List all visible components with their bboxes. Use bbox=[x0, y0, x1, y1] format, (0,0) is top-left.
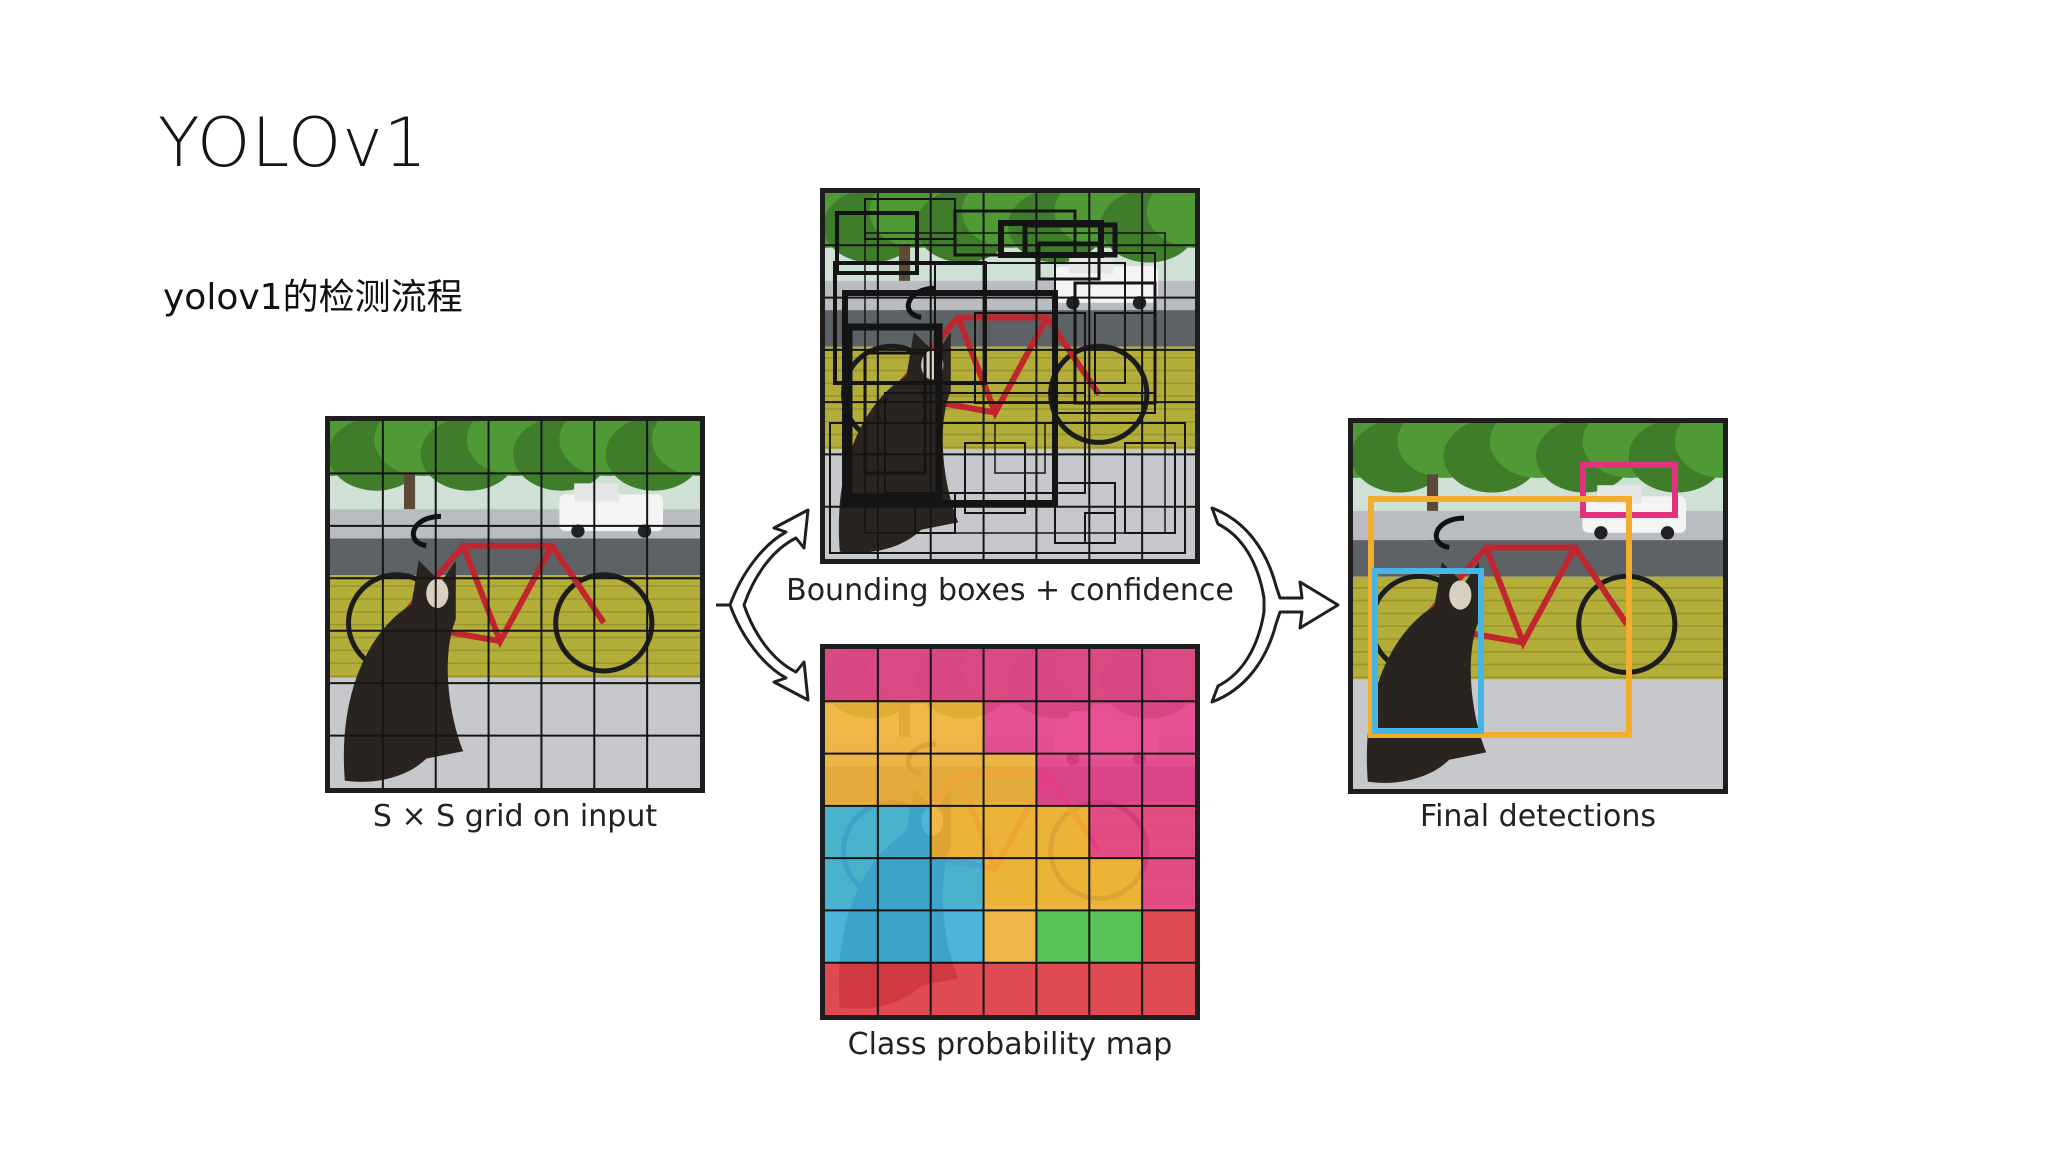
class-probability-cells bbox=[825, 649, 1195, 1015]
input-grid-caption: S × S grid on input bbox=[372, 799, 658, 834]
class-probability-map bbox=[825, 649, 1195, 1015]
input-grid-panel bbox=[325, 416, 705, 793]
classmap-grid-overlay bbox=[825, 649, 1195, 1015]
dog-detection-box bbox=[1372, 568, 1484, 734]
slide-title: YOLOv1 bbox=[158, 104, 428, 183]
slide-subtitle: yolov1的检测流程 bbox=[163, 277, 463, 318]
final-detections-panel bbox=[1348, 418, 1728, 794]
merge-arrow-icon bbox=[1210, 506, 1340, 704]
split-arrow-icon bbox=[716, 508, 810, 702]
bounding-boxes-overlay bbox=[829, 198, 1186, 554]
bounding-boxes-panel bbox=[820, 188, 1200, 564]
class-probability-caption: Class probability map bbox=[847, 1027, 1173, 1062]
input-scene-image bbox=[330, 421, 700, 788]
bounding-boxes-image bbox=[825, 193, 1195, 559]
class-probability-panel bbox=[820, 644, 1200, 1020]
input-grid-overlay bbox=[330, 421, 700, 788]
final-detections-image bbox=[1353, 423, 1723, 789]
bounding-boxes-caption: Bounding boxes + confidence bbox=[786, 573, 1234, 608]
bicycle-detection-box bbox=[1368, 496, 1632, 738]
final-detections-caption: Final detections bbox=[1420, 799, 1656, 834]
